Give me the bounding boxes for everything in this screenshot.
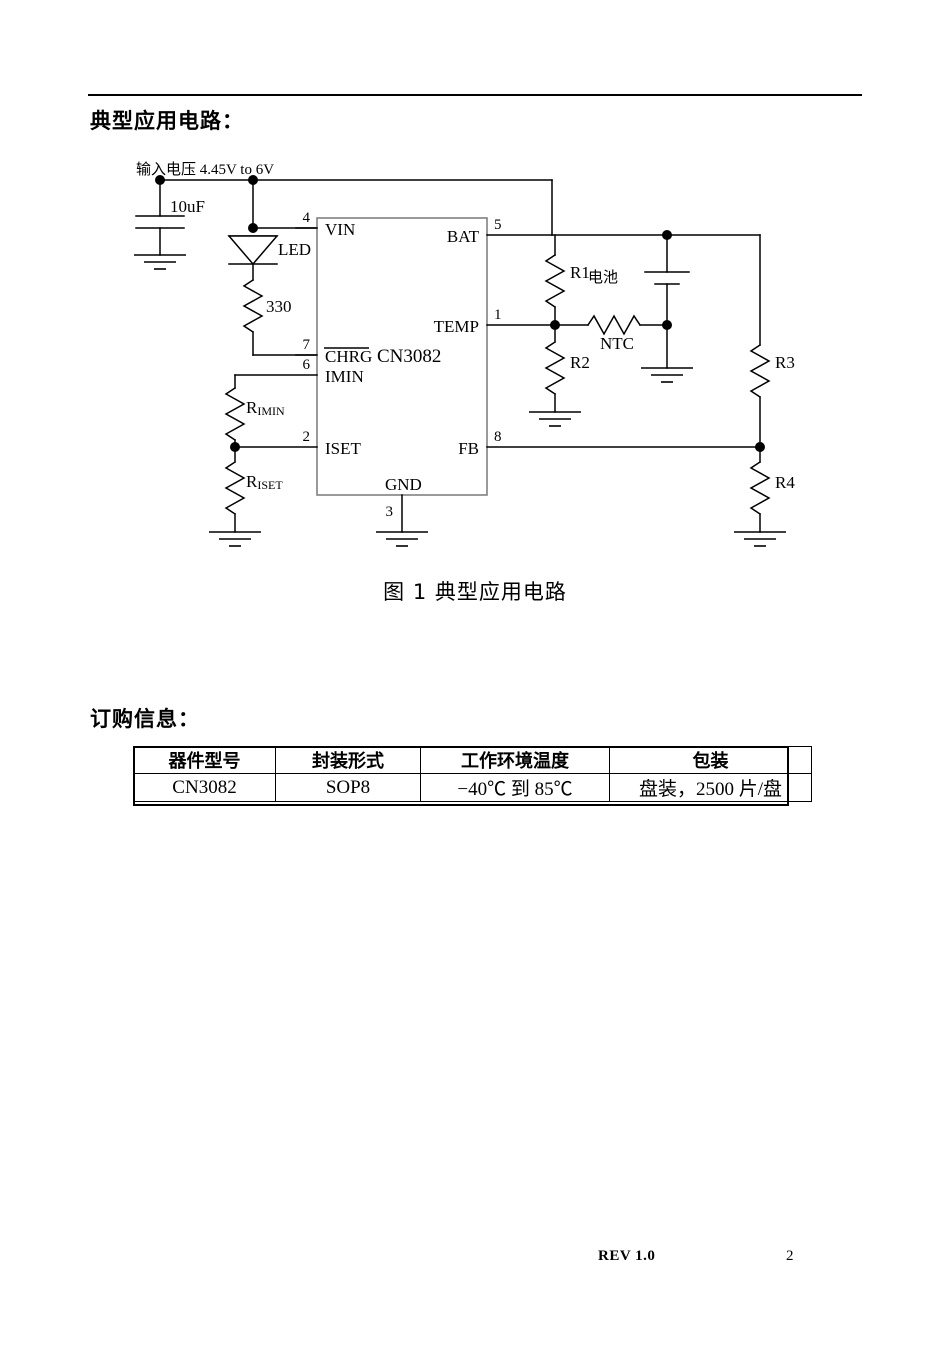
ground-r2 <box>528 411 582 427</box>
ground-battery <box>640 367 694 383</box>
resistor-r4-label: R4 <box>775 473 795 492</box>
resistor-r2-label: R2 <box>570 353 590 372</box>
led-label: LED <box>278 240 311 259</box>
resistor-330 <box>242 278 264 334</box>
led-resistor-label: 330 <box>266 297 292 316</box>
ground-gnd-pin <box>375 531 429 547</box>
ground-riset <box>208 531 262 547</box>
resistor-r3-label: R3 <box>775 353 795 372</box>
resistor-r1-label: R1 <box>570 263 590 282</box>
resistor-r4 <box>749 460 771 516</box>
node-vin <box>248 223 258 233</box>
node-iset <box>230 442 240 452</box>
figure-caption: 图 1 典型应用电路 <box>383 580 567 604</box>
node-supply-cap <box>155 175 165 185</box>
node-ntc-battery <box>662 320 672 330</box>
resistor-rimin <box>224 386 246 442</box>
pin-label-gnd: GND <box>385 475 422 494</box>
column-header-package: 封装形式 <box>275 746 421 774</box>
pin-number-temp: 1 <box>494 307 502 323</box>
junction-dots <box>155 175 765 452</box>
cell-package: SOP8 <box>275 773 421 802</box>
node-bat-battery <box>662 230 672 240</box>
cell-packing: 盘装，2500 片/盘 <box>609 773 812 802</box>
led-triangle <box>227 235 279 266</box>
pin-number-fb: 8 <box>494 429 502 445</box>
pin-label-vin: VIN <box>325 220 355 239</box>
table-row: CN3082 SOP8 −40℃ 到 85℃ 盘装，2500 片/盘 <box>133 773 812 802</box>
pin-label-fb: FB <box>458 439 479 458</box>
footer-page-number: 2 <box>786 1248 794 1264</box>
chip-name-label: CN3082 <box>377 346 441 367</box>
ordering-information-table: 器件型号 封装形式 工作环境温度 包装 CN3082 SOP8 −40℃ 到 8… <box>133 746 812 802</box>
pin-label-iset: ISET <box>325 439 362 458</box>
pin-number-bat: 5 <box>494 217 502 233</box>
pin-number-iset: 2 <box>303 429 311 445</box>
pin-label-temp: TEMP <box>434 317 479 336</box>
cell-part-number: CN3082 <box>133 773 276 802</box>
pin-label-imin: IMIN <box>325 367 364 386</box>
resistor-riset-label: RISET <box>246 472 283 492</box>
header-divider <box>88 94 862 96</box>
cell-temperature-range: −40℃ 到 85℃ <box>420 773 610 802</box>
battery-label: 电池 <box>588 269 618 286</box>
pin-label-chrg: CHRG <box>325 347 372 366</box>
column-header-temperature-range: 工作环境温度 <box>420 746 610 774</box>
ntc-label: NTC <box>600 334 634 353</box>
pin-number-vin: 4 <box>303 210 311 226</box>
supply-label: 输入电压 4.45V to 6V <box>136 161 274 178</box>
ground-cap <box>133 254 187 270</box>
pin-number-imin: 6 <box>303 357 311 373</box>
resistor-rimin-label: RIMIN <box>246 398 285 418</box>
resistor-riset <box>224 460 246 516</box>
resistor-r1 <box>544 253 566 309</box>
footer-revision: REV 1.0 <box>598 1248 656 1264</box>
resistor-r3 <box>749 343 771 399</box>
column-header-part-number: 器件型号 <box>133 746 276 774</box>
column-header-packing: 包装 <box>609 746 812 774</box>
resistor-r2 <box>544 340 566 396</box>
section-heading-typical-application-circuit: 典型应用电路： <box>90 109 244 133</box>
node-temp-divider <box>550 320 560 330</box>
typical-application-circuit-diagram: 输入电压 4.45V to 6V 10uF LED 330 RIMIN RISE… <box>133 161 795 547</box>
resistor-ntc <box>586 314 642 336</box>
section-heading-ordering-information: 订购信息： <box>90 707 200 731</box>
capacitor-label: 10uF <box>170 197 205 216</box>
ic-body-cn3082 <box>316 217 488 496</box>
node-fb-divider <box>755 442 765 452</box>
ground-r4 <box>733 531 787 547</box>
pin-label-bat: BAT <box>447 227 480 246</box>
table-header-row: 器件型号 封装形式 工作环境温度 包装 <box>133 746 812 774</box>
node-supply-led <box>248 175 258 185</box>
pin-number-gnd: 3 <box>386 504 394 520</box>
pin-number-chrg: 7 <box>303 337 311 353</box>
